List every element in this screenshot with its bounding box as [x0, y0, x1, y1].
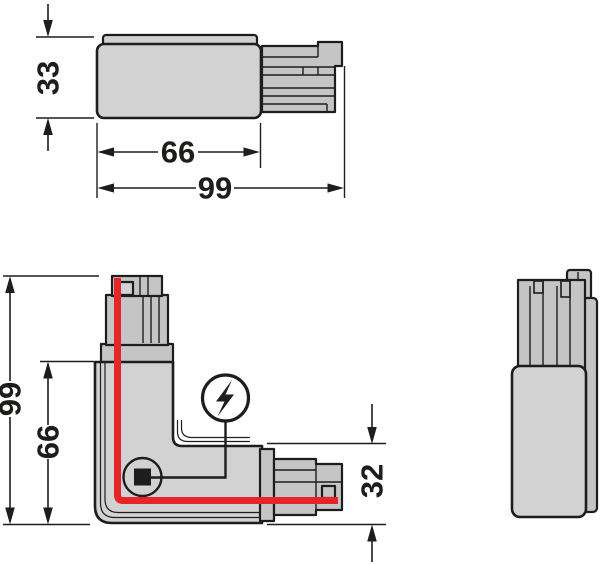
corner-body-molding-line: [99, 363, 262, 519]
arrow-up-icon: [5, 276, 15, 293]
dim-overall-length-99: 99: [97, 66, 346, 206]
corner-body-molding-line: [104, 363, 262, 514]
arrow-up-icon: [367, 524, 377, 542]
dim-height-33: 33: [31, 4, 94, 151]
plug-notch: [533, 280, 544, 294]
arrow-down-icon: [43, 20, 53, 37]
arrow-left-icon: [97, 147, 114, 157]
side-view: [510, 268, 599, 519]
arrow-right-icon: [243, 147, 260, 157]
square-marker-icon: [134, 468, 151, 486]
corner-view: 99 66 32: [0, 274, 390, 562]
arrow-down-icon: [43, 507, 53, 525]
live-conductor-symbol: [200, 373, 251, 423]
arrow-left-icon: [97, 183, 114, 193]
dim-body-height-66: 66: [31, 360, 94, 525]
plug-block: [516, 278, 587, 374]
dim-label-66-top: 66: [161, 135, 195, 170]
side-plug: [516, 278, 587, 374]
plug-contact-window: [320, 484, 337, 500]
side-body-shell: [510, 364, 588, 519]
top-view: 33 66: [31, 4, 346, 206]
plug-window: [117, 280, 135, 297]
dim-label-66-corner: 66: [31, 425, 66, 459]
dim-arm-height-32: 32: [267, 404, 390, 562]
arrow-up-icon: [43, 118, 53, 135]
dim-label-99-corner: 99: [0, 382, 28, 416]
dim-label-33: 33: [31, 61, 66, 95]
dim-label-32: 32: [355, 464, 390, 498]
arrow-down-icon: [5, 507, 15, 525]
plug-collar: [258, 447, 276, 523]
arrow-up-icon: [43, 361, 53, 379]
corner-plug-right: [258, 447, 344, 523]
plug-notch: [560, 280, 571, 298]
dim-body-length-66: 66: [96, 123, 262, 198]
plug-silhouette: [260, 40, 344, 114]
plug-collar: [99, 342, 175, 365]
dim-overall-height-99: 99: [0, 275, 99, 526]
lightning-bolt-icon: [216, 380, 234, 417]
dim-label-99-top: 99: [198, 171, 232, 206]
corner-plug-top: [99, 274, 175, 365]
live-side-red-line: [114, 278, 338, 504]
corner-inner-molding-line: [176, 420, 250, 443]
connector-body-top-view: [95, 33, 263, 120]
connector-plug-top-view: [260, 40, 344, 114]
arrow-down-icon: [367, 427, 377, 444]
body-shell: [95, 42, 263, 120]
arrow-right-icon: [327, 183, 344, 193]
corner-inner-molding-line: [180, 420, 250, 439]
callout-leader-line: [151, 421, 227, 479]
